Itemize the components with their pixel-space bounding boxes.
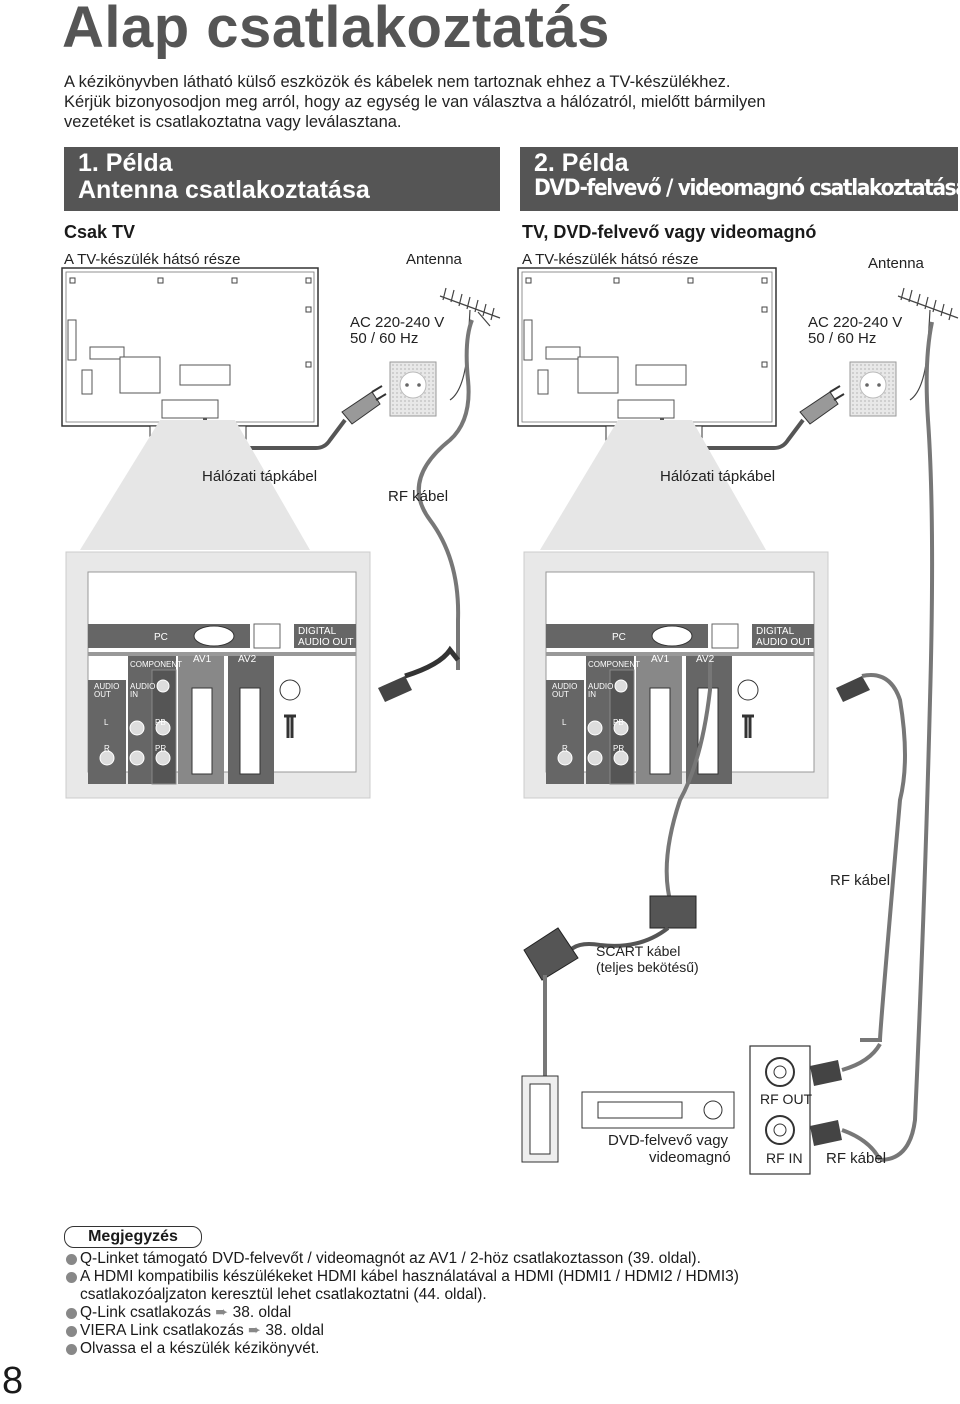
- example1-heading: 1. Példa Antenna csatlakoztatása: [64, 147, 500, 211]
- page-title: Alap csatlakoztatás: [62, 0, 610, 60]
- note-item: VIERA Link csatlakozás ➨ 38. oldal: [66, 1322, 739, 1340]
- pc-port-label: PC: [154, 632, 168, 643]
- av1-label: AV1: [193, 654, 212, 665]
- bullet-icon: [66, 1254, 77, 1265]
- rf-cable-label-1: RF kábel: [388, 488, 449, 505]
- intro-line: Kérjük bizonyosodjon meg arról, hogy az …: [64, 93, 766, 111]
- connector-panel-1: [65, 551, 371, 799]
- tv-back-1: [61, 267, 319, 445]
- note-item: Q-Link csatlakozás ➨ 38. oldal: [66, 1304, 739, 1322]
- tv-back-2: [517, 267, 777, 445]
- example2-number: 2. Példa: [534, 149, 629, 177]
- component-label: COMPONENT: [588, 660, 640, 669]
- example2-title: DVD-felvevő / videomagnó csatlakoztatása: [534, 176, 960, 201]
- antenna-label-1: Antenna: [406, 251, 462, 268]
- pb-label: PB: [155, 718, 166, 727]
- scart-cable-type: (teljes bekötésű): [596, 959, 699, 975]
- intro-text: A kézikönyvben látható külső eszközök és…: [64, 72, 766, 132]
- connector-panel-2: [523, 551, 829, 799]
- note-item-continued: csatlakozóaljzaton keresztül lehet csatl…: [80, 1286, 487, 1303]
- recorder-label-line1: DVD-felvevő vagy: [608, 1132, 729, 1149]
- component-label: COMPONENT: [130, 660, 182, 669]
- rf-cable-label-2-top: RF kábel: [830, 872, 891, 889]
- ac-voltage-2: AC 220-240 V: [808, 314, 903, 331]
- rf-out-label: RF OUT: [760, 1091, 813, 1107]
- rf-in-label: RF IN: [766, 1150, 803, 1166]
- note-item: A HDMI kompatibilis készülékeket HDMI ká…: [66, 1268, 739, 1286]
- example2-subtitle: TV, DVD-felvevő vagy videomagnó: [522, 222, 817, 242]
- note-item: Q-Linket támogató DVD-felvevőt / videoma…: [66, 1250, 739, 1268]
- example1-subtitle: Csak TV: [64, 222, 136, 242]
- bullet-icon: [66, 1272, 77, 1283]
- recorder-label-line2: videomagnó: [649, 1149, 731, 1166]
- power-cable-label-2: Hálózati tápkábel: [660, 468, 776, 485]
- pc-port-label: PC: [612, 632, 626, 643]
- right-channel-label: R: [104, 744, 110, 753]
- av2-label: AV2: [696, 654, 715, 665]
- bullet-icon: [66, 1326, 77, 1337]
- pr-label: PR: [613, 744, 625, 753]
- av2-label: AV2: [238, 654, 257, 665]
- rf-cable-label-2-bottom: RF kábel: [826, 1150, 887, 1167]
- intro-line: A kézikönyvben látható külső eszközök és…: [64, 73, 731, 91]
- tv-back-label-2: A TV-készülék hátsó része: [522, 251, 699, 268]
- example1-number: 1. Példa: [78, 149, 173, 177]
- intro-line: vezetéket is csatlakoztatna vagy leválas…: [64, 113, 402, 131]
- example2-heading: 2. Példa DVD-felvevő / videomagnó csatla…: [520, 147, 960, 211]
- power-cable-label-1: Hálózati tápkábel: [202, 468, 318, 485]
- pr-label: PR: [155, 744, 167, 753]
- note-item: Olvassa el a készülék kézikönyvét.: [66, 1340, 739, 1358]
- av1-label: AV1: [651, 654, 670, 665]
- tv-back-label-1: A TV-készülék hátsó része: [64, 251, 241, 268]
- page-number: 8: [2, 1360, 24, 1402]
- example1-title: Antenna csatlakoztatása: [78, 176, 370, 204]
- scart-cable-label: SCART kábel: [596, 943, 681, 959]
- notes-heading: Megjegyzés: [64, 1226, 202, 1248]
- ac-frequency-2: 50 / 60 Hz: [808, 330, 877, 347]
- left-channel-label: L: [104, 718, 109, 727]
- arrow-right-icon: ➨: [215, 1304, 229, 1321]
- ac-voltage-1: AC 220-240 V: [350, 314, 445, 331]
- bullet-icon: [66, 1344, 77, 1355]
- notes-list: Q-Linket támogató DVD-felvevőt / videoma…: [66, 1250, 739, 1358]
- arrow-right-icon: ➨: [248, 1322, 262, 1339]
- ac-frequency-1: 50 / 60 Hz: [350, 330, 419, 347]
- antenna-label-2: Antenna: [868, 255, 924, 272]
- right-channel-label: R: [562, 744, 568, 753]
- left-channel-label: L: [562, 718, 567, 727]
- bullet-icon: [66, 1308, 77, 1319]
- pb-label: PB: [613, 718, 624, 727]
